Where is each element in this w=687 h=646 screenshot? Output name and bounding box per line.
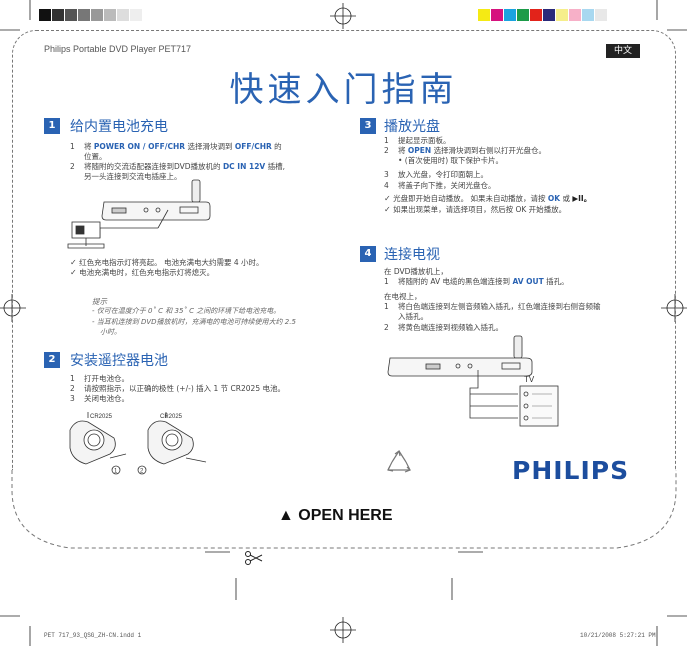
gray-swatch xyxy=(91,9,103,21)
scissors-icon xyxy=(245,551,263,565)
section-1-check-2: ✓ 电池充满电时，红色充电指示灯将熄灭。 xyxy=(70,268,215,277)
language-badge: 中文 xyxy=(606,44,640,58)
step-marker-2: 2 xyxy=(140,469,144,475)
timestamp: 10/21/2008 5:27:21 PM xyxy=(580,632,656,639)
tip-2: - 当耳机连接到 DVD播放机时，充满电的电池可持续使用大约 2.5 xyxy=(92,318,296,326)
section-3-check-1: ✓ 光盘即开始自动播放。 如果未自动播放，请按 OK 或 ▶II。 xyxy=(384,194,592,203)
color-swatch xyxy=(517,9,529,21)
section-3-title: 播放光盘 xyxy=(384,119,440,135)
section-4-number: 4 xyxy=(360,246,376,262)
tip-2-cont: 小时。 xyxy=(100,328,121,336)
section-4-intro-1: 在 DVD播放机上， xyxy=(384,267,448,276)
section-2-title: 安装遥控器电池 xyxy=(70,353,168,369)
section-1-title: 给内置电池充电 xyxy=(70,119,168,135)
color-swatch xyxy=(569,9,581,21)
tip-title: 提示 xyxy=(92,297,107,306)
gray-swatch xyxy=(65,9,77,21)
gray-swatch xyxy=(39,9,51,21)
tv-connection-illustration: TV xyxy=(387,335,559,427)
section-1-number: 1 xyxy=(44,118,60,134)
checkmark-icon: ✓ xyxy=(384,205,391,214)
open-here-label: ▲ OPEN HERE xyxy=(278,507,393,524)
tip-1: - 仅可在温度介于 0˚ C 和 35˚ C 之间的环境下给电池充电。 xyxy=(92,307,281,315)
color-swatch xyxy=(530,9,542,21)
gray-swatch xyxy=(78,9,90,21)
color-swatch xyxy=(543,9,555,21)
page-title: 快速入门指南 xyxy=(229,70,458,110)
remote-battery-illustration: CR2025 CR2025 1 2 xyxy=(69,412,207,475)
file-info: PET 717_93_QSG_ZH-CN.indd 1 xyxy=(44,632,142,639)
section-3-check-2: ✓ 如果出现菜单，请选择项目，然后按 OK 开始播放。 xyxy=(384,205,567,214)
fold-outline-bottom xyxy=(11,470,677,549)
checkmark-icon: ✓ xyxy=(384,194,391,203)
section-1-step-1-cont: 位置。 xyxy=(84,152,107,161)
section-1-step-2-cont: 另一头连接到交流电插座上。 xyxy=(84,172,182,181)
section-4-title: 连接电视 xyxy=(384,247,440,263)
recycle-icon xyxy=(387,449,412,473)
section-3-number: 3 xyxy=(360,118,376,134)
color-swatch xyxy=(478,9,490,21)
battery-label-1: CR2025 xyxy=(90,414,113,420)
product-name: Philips Portable DVD Player PET717 xyxy=(44,44,192,54)
battery-label-2: CR2025 xyxy=(160,414,183,420)
tv-label: TV xyxy=(524,375,535,384)
step-marker-1: 1 xyxy=(114,469,118,475)
section-4-intro-2: 在电视上， xyxy=(384,292,422,301)
gray-swatch xyxy=(104,9,116,21)
gray-swatch xyxy=(130,9,142,21)
checkmark-icon: ✓ xyxy=(70,268,77,277)
dvd-player-charging-illustration xyxy=(67,179,211,249)
section-4-step-2-cont: 入插孔。 xyxy=(398,312,428,321)
section-2-number: 2 xyxy=(44,352,60,368)
color-swatch xyxy=(556,9,568,21)
color-swatch xyxy=(595,9,607,21)
gray-swatch xyxy=(117,9,129,21)
gray-swatch xyxy=(52,9,64,21)
section-1-check-1: ✓ 红色充电指示灯将亮起。 电池充满电大约需要 4 小时。 xyxy=(70,258,264,267)
checkmark-icon: ✓ xyxy=(70,258,77,267)
color-swatch xyxy=(582,9,594,21)
color-swatch xyxy=(491,9,503,21)
color-swatch xyxy=(504,9,516,21)
philips-logo: PHILIPS xyxy=(512,456,630,485)
fold-outline xyxy=(12,30,676,470)
section-3-step-2-sub: • (首次使用时) 取下保护卡片。 xyxy=(398,156,504,165)
